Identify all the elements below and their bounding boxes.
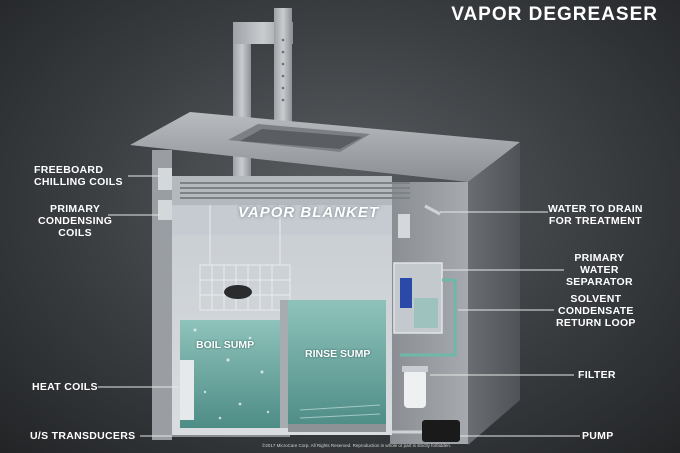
label-line: WATER TO DRAIN bbox=[548, 203, 643, 215]
label-line: HEAT COILS bbox=[32, 381, 98, 393]
label-primary-water-separator: PRIMARY WATER SEPARATOR bbox=[566, 252, 633, 288]
condensing-coil-right-end bbox=[398, 214, 410, 238]
label-freeboard-chilling-coils: FREEBOARD CHILLING COILS bbox=[34, 164, 123, 188]
pump-body bbox=[422, 420, 460, 442]
vapor-blanket-label: VAPOR BLANKET bbox=[238, 204, 380, 221]
condensing-coil-end bbox=[158, 200, 172, 220]
label-line: FILTER bbox=[578, 369, 616, 381]
part-in-basket bbox=[224, 285, 252, 299]
diagram-title: VAPOR DEGREASER bbox=[451, 4, 658, 25]
sump-divider bbox=[280, 300, 288, 428]
label-heat-coils: HEAT COILS bbox=[32, 381, 98, 393]
label-line: RETURN LOOP bbox=[556, 317, 636, 329]
label-water-to-drain: WATER TO DRAIN FOR TREATMENT bbox=[548, 203, 643, 227]
label-line: COILS bbox=[58, 227, 92, 239]
vapor-blanket-zone bbox=[172, 205, 392, 235]
water-separator-blue bbox=[400, 278, 412, 308]
label-filter: FILTER bbox=[578, 369, 616, 381]
water-drain-pipe bbox=[424, 204, 441, 216]
filter-housing bbox=[404, 370, 426, 408]
label-line: SEPARATOR bbox=[566, 276, 633, 288]
boil-sump-label: BOIL SUMP bbox=[196, 339, 255, 351]
label-us-transducers: U/S TRANSDUCERS bbox=[30, 430, 135, 442]
lid-opening bbox=[240, 129, 362, 149]
freeboard-band bbox=[172, 176, 392, 206]
boil-sump bbox=[180, 320, 280, 428]
label-pump: PUMP bbox=[582, 430, 614, 442]
label-line: SOLVENT bbox=[570, 293, 622, 305]
label-solvent-condensate-return-loop: SOLVENT CONDENSATE RETURN LOOP bbox=[556, 293, 636, 329]
water-separator-fluid bbox=[414, 298, 438, 328]
parts-basket bbox=[199, 205, 291, 311]
label-line: WATER bbox=[580, 264, 619, 276]
label-primary-condensing-coils: PRIMARY CONDENSING COILS bbox=[38, 203, 112, 239]
solvent-return-loop bbox=[400, 278, 457, 357]
label-line: FOR TREATMENT bbox=[548, 215, 642, 227]
leader-lines bbox=[98, 175, 580, 437]
label-line: PUMP bbox=[582, 430, 614, 442]
freeboard-coils bbox=[180, 182, 410, 199]
rinse-sump-label: RINSE SUMP bbox=[305, 348, 371, 360]
label-line: CHILLING COILS bbox=[34, 176, 123, 188]
label-line: PRIMARY bbox=[574, 252, 625, 264]
label-line: CONDENSING bbox=[38, 215, 113, 227]
hoist-column bbox=[274, 8, 292, 128]
freeboard-coil-end bbox=[158, 168, 172, 190]
label-line: PRIMARY bbox=[50, 203, 101, 215]
copyright-notice: ©2017 MicroCare Corp. All Rights Reserve… bbox=[262, 443, 452, 448]
filter-cap bbox=[402, 366, 428, 372]
right-side-panel bbox=[468, 142, 520, 445]
transducer-bar bbox=[288, 424, 386, 432]
label-line: CONDENSATE bbox=[557, 305, 634, 317]
boil-bubbles bbox=[193, 328, 270, 420]
rinse-sump bbox=[288, 300, 386, 428]
left-wall bbox=[152, 150, 172, 440]
label-line: U/S TRANSDUCERS bbox=[30, 430, 136, 442]
label-line: FREEBOARD bbox=[34, 164, 104, 176]
heat-coil-block bbox=[180, 360, 194, 420]
rinse-transducer-waves bbox=[299, 404, 381, 419]
hoist-holes bbox=[281, 38, 285, 102]
